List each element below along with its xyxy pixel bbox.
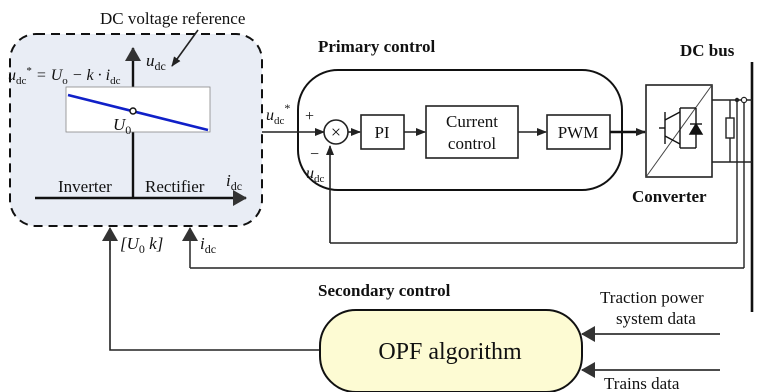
y-axis-label: udc <box>146 51 166 73</box>
inverter-label: Inverter <box>58 177 112 196</box>
converter-diagonal <box>645 84 713 178</box>
converter-label: Converter <box>632 187 707 206</box>
trains-data-label: Trains data <box>604 374 680 392</box>
dc-bus-label: DC bus <box>680 41 735 60</box>
pwm-block <box>546 114 611 150</box>
droop-equation: udc* = Uo − k · idc <box>8 65 121 87</box>
opf-algorithm-label: OPF algorithm <box>378 339 522 365</box>
parameter-label: [U0 k] <box>120 234 163 256</box>
feedback-voltage-label: udc <box>306 165 325 185</box>
current-feedback-label: idc <box>200 234 216 256</box>
bus-node <box>734 97 740 103</box>
dc-voltage-reference-label: DC voltage reference <box>100 9 245 28</box>
pi-block <box>360 114 405 150</box>
rectifier-label: Rectifier <box>145 177 205 196</box>
current-control-block <box>425 105 519 159</box>
current-control-label-line2: control <box>448 134 496 153</box>
origin-label: U0 <box>113 115 131 137</box>
igbt-switch-icon <box>659 107 704 149</box>
current-control-label-line1: Current <box>446 112 498 131</box>
droop-characteristic-line <box>67 93 209 132</box>
traction-data-label-line1: Traction power <box>600 288 704 307</box>
reference-pointer-arrow <box>171 29 199 67</box>
primary-control-title: Primary control <box>318 37 436 56</box>
opf-algorithm-block <box>319 309 583 392</box>
traction-data-label-line2: system data <box>616 309 696 328</box>
operating-point <box>129 107 137 115</box>
minus-sign: − <box>310 146 319 163</box>
parameter-feedback-wire <box>109 230 320 351</box>
pwm-label: PWM <box>558 123 599 142</box>
x-axis-label: idc <box>226 171 242 193</box>
reference-input-label: udc* <box>266 101 290 127</box>
summing-symbol: × <box>331 122 341 142</box>
bus-node <box>740 96 748 104</box>
pi-label: PI <box>374 123 389 142</box>
secondary-control-title: Secondary control <box>318 281 451 300</box>
plus-sign: + <box>305 108 314 125</box>
